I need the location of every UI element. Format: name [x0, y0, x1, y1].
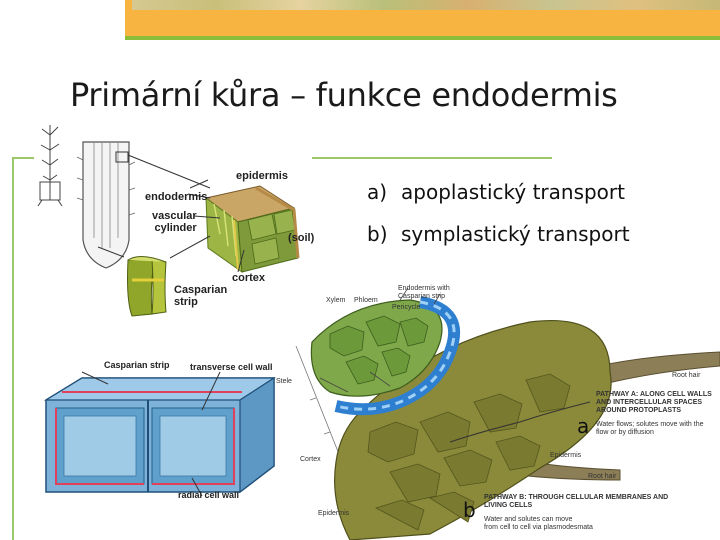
label-transverse-cell-wall: transverse cell wall: [190, 362, 273, 372]
label-epidermis: epidermis: [236, 170, 288, 182]
label-stele: Stele: [276, 378, 292, 386]
label-epidermis-pathway-right: Epidermis: [550, 452, 581, 460]
label-pathway-b-note: Water and solutes can move from cell to …: [484, 516, 593, 532]
bullet-text: apoplastický transport: [401, 180, 625, 204]
slide-title: Primární kůra – funkce endodermis: [70, 76, 618, 114]
label-root-hair-bottom: Root hair: [588, 473, 616, 481]
cell-diagram: [42, 370, 282, 500]
header-rule: [125, 36, 720, 40]
label-radial-cell-wall: radial cell wall: [178, 490, 239, 500]
label-cortex: cortex: [232, 272, 265, 284]
label-casparian-strip-cell: Casparian strip: [104, 360, 170, 370]
label-pathway-a-note: Water flows; solutes move with the flow …: [596, 421, 704, 437]
bullet-marker: b): [367, 222, 401, 246]
label-pericycle: Pericycle: [392, 304, 420, 312]
label-epidermis-pathway-left: Epidermis: [318, 510, 349, 518]
root-tip-outline: [83, 142, 129, 268]
bullet-item-b: b)symplastický transport: [367, 222, 630, 246]
label-endodermis-with-strip: Endodermis with Casparian strip: [398, 285, 450, 301]
header-photo-strip: [132, 0, 720, 10]
label-casparian-strip: Casparian strip: [174, 284, 227, 308]
root-section-block: [206, 186, 298, 272]
bullet-item-a: a)apoplastický transport: [367, 180, 625, 204]
marker-b: b: [463, 498, 476, 522]
marker-a: a: [577, 414, 589, 438]
label-xylem: Xylem: [326, 297, 345, 305]
label-pathway-b: PATHWAY B: THROUGH CELLULAR MEMBRANES AN…: [484, 494, 668, 510]
casparian-strip-cells: [128, 256, 167, 316]
label-root-hair-top: Root hair: [672, 372, 700, 380]
plant-icon: [38, 125, 62, 206]
label-soil: (soil): [288, 232, 314, 244]
label-cortex-pathway: Cortex: [300, 456, 321, 464]
label-vascular-cylinder: vascular cylinder: [152, 210, 197, 234]
left-rule: [12, 157, 14, 540]
bullet-text: symplastický transport: [401, 222, 630, 246]
label-endodermis: endodermis: [145, 191, 207, 203]
bullet-marker: a): [367, 180, 401, 204]
label-phloem: Phloem: [354, 297, 378, 305]
label-pathway-a: PATHWAY A: ALONG CELL WALLS AND INTERCEL…: [596, 391, 712, 415]
